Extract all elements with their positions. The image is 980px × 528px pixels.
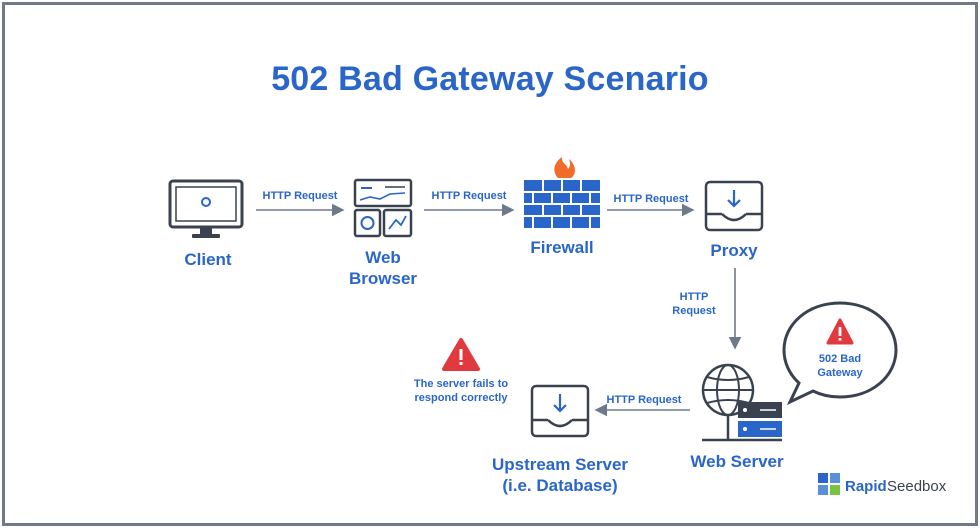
proxy-tray-icon (704, 180, 764, 232)
bubble-warning-icon (826, 318, 854, 345)
edge-label-webserver-upstream: HTTP Request (606, 394, 682, 406)
edge-label-firewall-proxy: HTTP Request (613, 193, 689, 205)
node-label-firewall: Firewall (530, 238, 594, 257)
bubble-text: 502 Bad Gateway (817, 353, 863, 379)
warning-icon (442, 338, 480, 371)
logo-text-part2: Seedbox (887, 478, 947, 495)
node-label-web-browser: Web Browser (348, 248, 418, 288)
edge-label-browser-firewall: HTTP Request (431, 190, 507, 202)
speech-bubble (782, 301, 898, 406)
node-label-upstream-server: Upstream Server (i.e. Database) (491, 455, 629, 495)
node-label-web-server: Web Server (690, 452, 784, 471)
server-rack-icon (738, 402, 782, 437)
warning-text: The server fails to respond correctly (413, 378, 509, 404)
node-label-proxy: Proxy (710, 241, 758, 260)
page-title: 502 Bad Gateway Scenario (271, 60, 709, 98)
browser-dashboard-icon (353, 178, 413, 238)
firewall-icon (524, 157, 600, 228)
monitor-icon (168, 179, 244, 238)
logo-text-part1: Rapid (845, 478, 887, 495)
upstream-server-tray-icon (530, 384, 590, 438)
rapidseedbox-logo: Rapid Seedbox (818, 473, 947, 495)
node-label-client: Client (184, 250, 232, 269)
edge-label-proxy-webserver: HTTP Request (672, 291, 716, 317)
edge-label-client-browser: HTTP Request (262, 190, 338, 202)
